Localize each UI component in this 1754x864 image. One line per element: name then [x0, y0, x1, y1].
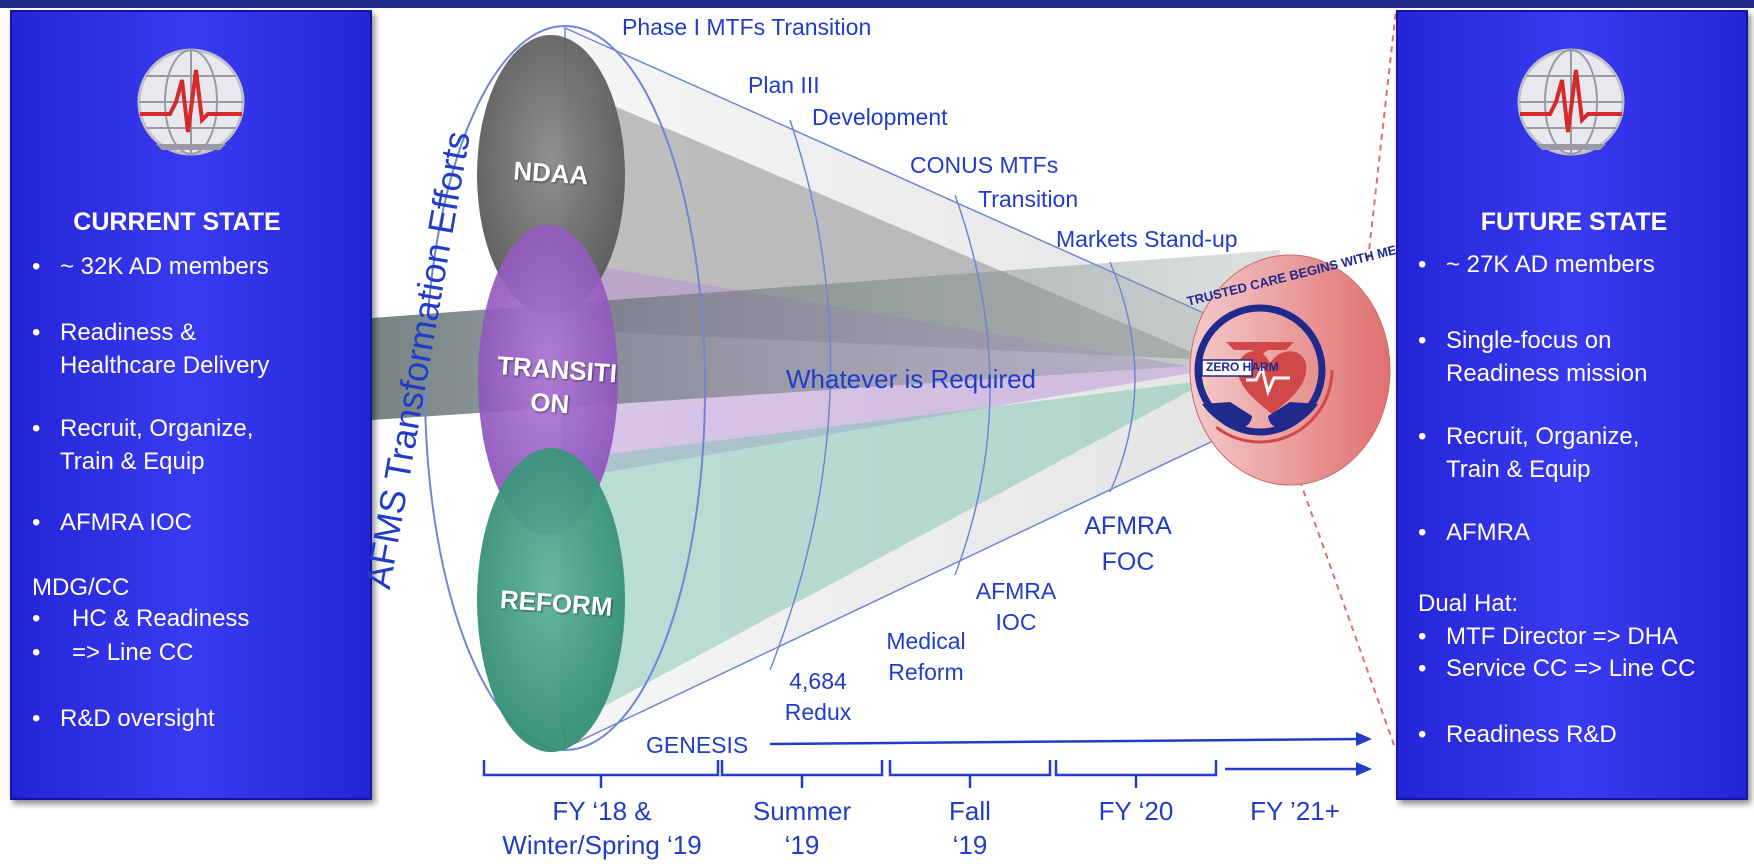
trusted-care-badge: [1186, 296, 1334, 444]
left-list-item: • R&D oversight: [32, 705, 215, 732]
transition-upper-label: Transition: [978, 186, 1079, 212]
dashed-guide-top: [1367, 9, 1397, 261]
outer-ring-ellipse: [424, 25, 706, 751]
markets-standup-label: Markets Stand-up: [1056, 226, 1238, 252]
top-bar: [0, 0, 1754, 8]
genesis-arrowhead: [1356, 732, 1372, 746]
conus-mtfs-label: CONUS MTFs: [910, 152, 1059, 178]
left-list-item: • Readiness & Healthcare Delivery: [32, 319, 270, 379]
cone-arc-3: [1109, 261, 1136, 493]
redux-label: 4,684 Redux: [784, 668, 852, 725]
left-list-item: • AFMRA IOC: [32, 509, 193, 536]
afms-globe-logo-icon: [137, 48, 245, 156]
bracket-fall19: [888, 760, 1052, 788]
right-list-item: • Readiness R&D: [1418, 721, 1617, 748]
mdg-list-item: • HC & Readiness: [32, 605, 250, 632]
mdg-list-item: • => Line CC: [32, 639, 194, 666]
future-state-panel: FUTURE STATE • ~ 27K AD members • Single…: [1396, 10, 1748, 800]
mdg-heading: MDG/CC: [32, 574, 130, 601]
left-list-item: • ~ 32K AD members: [32, 253, 269, 280]
dual-hat-heading: Dual Hat:: [1418, 590, 1519, 617]
medical-reform-label: Medical Reform: [886, 628, 966, 685]
whatever-is-required-note: Whatever is Required: [786, 364, 1036, 394]
timeline-fy20: FY ‘20: [1098, 796, 1174, 826]
bracket-fy18: [482, 760, 720, 788]
plan-iii-label: Plan III: [748, 72, 820, 98]
afmra-ioc-label: AFMRA IOC: [975, 578, 1057, 635]
fy21-arrowhead: [1356, 762, 1372, 776]
timeline-summer19: Summer ‘19: [752, 796, 852, 860]
zero-harm-label: ZERO HARM: [1206, 360, 1279, 374]
right-list-item: • Recruit, Organize, Train & Equip: [1418, 423, 1640, 483]
bracket-fy20: [1054, 760, 1218, 788]
timeline-fy18: FY ‘18 & Winter/Spring ‘19: [502, 796, 702, 860]
right-list-item: • Single-focus on Readiness mission: [1418, 327, 1648, 387]
development-label: Development: [812, 104, 948, 130]
afmra-foc-label: AFMRA FOC: [1084, 512, 1172, 576]
dual-hat-item: • Service CC => Line CC: [1418, 655, 1696, 682]
current-state-title: CURRENT STATE: [73, 208, 281, 236]
transition-ellipse: [478, 225, 618, 535]
cone-arc-2: [954, 194, 991, 576]
beam-reform: [560, 380, 1210, 730]
current-state-panel: CURRENT STATE • ~ 32K AD members • Readi…: [10, 10, 372, 800]
future-state-title: FUTURE STATE: [1480, 208, 1668, 236]
afms-globe-logo-icon: [1517, 48, 1625, 156]
timeline-fall19: Fall ‘19: [949, 796, 991, 860]
genesis-label: GENESIS: [646, 732, 749, 758]
dashed-guide-bottom: [1295, 469, 1395, 746]
left-list-item: • Recruit, Organize, Train & Equip: [32, 415, 254, 475]
cone-arc-1: [769, 119, 832, 671]
timeline-fy21: FY ’21+: [1250, 796, 1340, 826]
dual-hat-item: • MTF Director => DHA: [1418, 623, 1679, 650]
bracket-summer19: [720, 760, 884, 788]
ndaa-label: NDAA: [512, 155, 590, 191]
right-list-item: • AFMRA: [1418, 519, 1530, 546]
phase-i-label: Phase I MTFs Transition: [622, 14, 872, 40]
reform-ellipse: [477, 448, 625, 752]
right-list-item: • ~ 27K AD members: [1418, 251, 1655, 278]
transition-label: TRANSITI ON: [496, 350, 618, 420]
genesis-arrow-line: [769, 737, 1361, 746]
